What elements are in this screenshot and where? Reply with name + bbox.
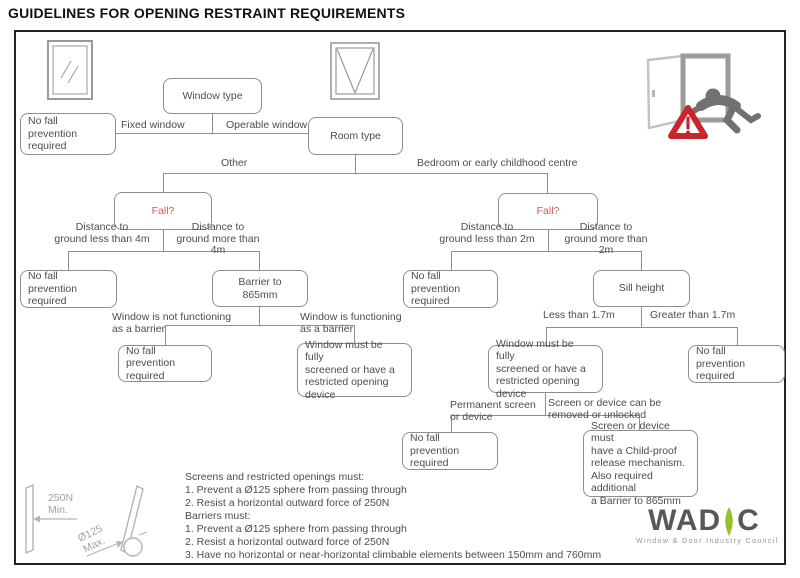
connector — [451, 415, 452, 432]
node-fall-left: Fall? — [114, 192, 212, 230]
note-line: Screens and restricted openings must: — [185, 471, 365, 483]
connector — [354, 325, 355, 343]
connector — [163, 173, 547, 174]
node-childproof: Screen or device must have a Child-proof… — [583, 420, 698, 507]
connector — [451, 251, 452, 270]
warning-triangle-icon — [668, 105, 708, 139]
note-line: 2. Resist a horizontal outward force of … — [185, 497, 390, 509]
node-no-fall-lt2: No fall prevention required — [403, 270, 498, 308]
barrier-force-icon — [25, 483, 148, 557]
logo-text-right: C — [737, 504, 760, 537]
leaf-icon — [725, 507, 733, 536]
edge-gt17: Greater than 1.7m — [650, 309, 736, 321]
note-line: Barriers must: — [185, 510, 251, 522]
node-no-fall-gt17: No fall prevention required — [688, 345, 785, 383]
edge-dist-gt2: Distance to ground more than 2m — [564, 221, 648, 256]
connector — [546, 327, 737, 328]
fixed-window-icon — [47, 40, 93, 100]
fall-hazard-icon — [646, 53, 761, 139]
edge-permanent: Permanent screen or device — [450, 399, 536, 423]
note-line: 3. Have no horizontal or near-horizontal… — [185, 549, 602, 561]
node-window-type: Window type — [163, 78, 262, 114]
edge-functioning: Window is functioning as a barrier — [300, 311, 402, 335]
connector — [163, 230, 164, 251]
edge-other: Other — [221, 157, 248, 169]
note-line: 2. Resist a horizontal outward force of … — [185, 536, 390, 548]
edge-bedroom: Bedroom or early childhood centre — [417, 157, 578, 169]
sphere-test-icon — [86, 484, 148, 557]
edge-dist-gt4: Distance to ground more than 4m — [176, 221, 260, 256]
force-label: 250N Min. — [48, 492, 74, 516]
note-line: 1. Prevent a Ø125 sphere from passing th… — [185, 484, 407, 496]
operable-window-icon — [330, 42, 380, 100]
node-screened-left: Window must be fully screened or have a … — [297, 339, 412, 401]
wadic-logo: WAD C Window & Door Industry Council — [636, 504, 779, 546]
connector — [68, 251, 259, 252]
node-no-fall-permanent: No fall prevention required — [402, 432, 498, 470]
connector — [451, 415, 639, 416]
node-no-fall-not-barrier: No fall prevention required — [118, 345, 212, 382]
edge-not-functioning: Window is not functioning as a barrier — [112, 311, 232, 335]
edge-lt17: Less than 1.7m — [543, 309, 615, 321]
node-no-fall-fixed: No fall prevention required — [20, 113, 116, 155]
connector — [641, 251, 642, 270]
connector — [545, 393, 546, 415]
edge-removable: Screen or device can be removed or unloc… — [548, 397, 662, 421]
connector — [165, 325, 355, 326]
connector — [641, 307, 642, 327]
connector — [639, 415, 640, 430]
connector — [259, 251, 260, 270]
diagram-border — [14, 30, 786, 565]
connector — [165, 325, 166, 345]
node-screened-right: Window must be fully screened or have a … — [488, 338, 603, 400]
connector — [737, 327, 738, 345]
connector — [546, 327, 547, 345]
connector — [68, 251, 69, 270]
logo-tagline: Window & Door Industry Council — [636, 538, 779, 545]
connector — [163, 173, 164, 192]
node-sill-height: Sill height — [593, 270, 690, 307]
node-barrier-865: Barrier to 865mm — [212, 270, 308, 307]
edge-operable-window: Operable window — [226, 119, 308, 131]
page-title: GUIDELINES FOR OPENING RESTRAINT REQUIRE… — [8, 5, 406, 21]
connector — [259, 307, 260, 325]
connector — [547, 173, 548, 193]
connector — [548, 230, 549, 251]
node-room-type: Room type — [308, 117, 403, 155]
logo-text-left: WAD — [648, 504, 722, 537]
node-fall-right: Fall? — [498, 193, 598, 230]
connector — [355, 155, 356, 173]
edge-fixed-window: Fixed window — [121, 119, 185, 131]
edge-dist-lt2: Distance to ground less than 2m — [439, 221, 535, 245]
requirements-notes: Screens and restricted openings must: 1.… — [185, 471, 601, 562]
connector — [451, 251, 641, 252]
connector — [116, 133, 308, 134]
node-no-fall-lt4: No fall prevention required — [20, 270, 117, 308]
edge-dist-lt4: Distance to ground less than 4m — [54, 221, 150, 245]
note-line: 1. Prevent a Ø125 sphere from passing th… — [185, 523, 407, 535]
connector — [212, 114, 213, 133]
